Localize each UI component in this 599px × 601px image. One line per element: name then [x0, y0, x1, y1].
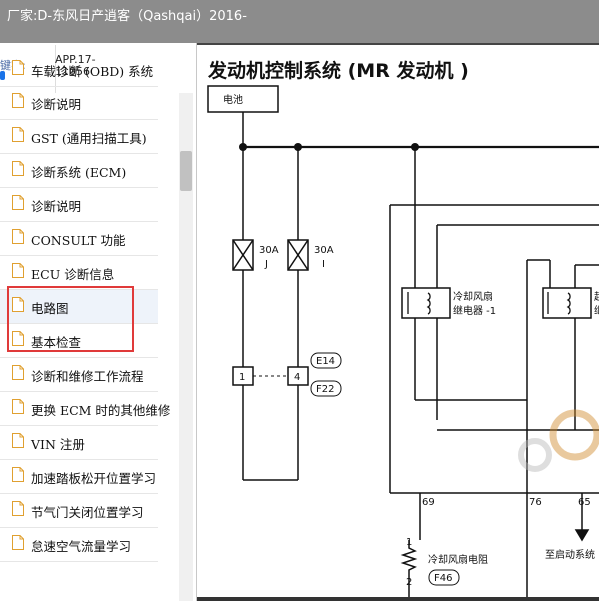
pin-1: 1 — [406, 537, 412, 548]
connector-f46: F46 — [434, 573, 452, 584]
junction-dot — [294, 143, 302, 151]
battery-label: 电池 — [223, 93, 243, 106]
list-item[interactable]: CONSULT 功能 — [0, 222, 158, 256]
connector-f22: F22 — [316, 384, 334, 395]
list-item[interactable]: 更换 ECM 时的其他维修 — [0, 392, 170, 426]
list-item[interactable]: 加速踏板松开位置学习 — [0, 460, 158, 494]
resistor-label: 冷却风扇电阻 — [428, 553, 488, 566]
document-icon — [12, 161, 24, 176]
battery-box — [207, 85, 279, 113]
document-icon — [12, 195, 24, 210]
relay1-label-1: 冷却风扇 — [453, 290, 493, 303]
document-icon — [12, 60, 24, 75]
window-title: 厂家:D-东风日产逍客（Qashqai）2016- — [7, 9, 247, 24]
list-item[interactable]: 节气门关闭位置学习 — [0, 494, 158, 528]
list-item-label: 更换 ECM 时的其他维修 — [31, 403, 171, 418]
list-item[interactable]: VIN 注册 — [0, 426, 158, 460]
app-code: APP.17- 11056 — [55, 54, 96, 78]
junction-dot — [239, 143, 247, 151]
connector-e14: E14 — [316, 356, 335, 367]
list-item[interactable]: 基本检查 — [0, 324, 158, 358]
list-item-label: GST (通用扫描工具) — [31, 131, 147, 146]
highlight-box — [7, 286, 134, 352]
fuse-j-rating: 30A — [259, 245, 279, 256]
list-item[interactable]: GST (通用扫描工具) — [0, 120, 158, 154]
list-item-label: 诊断说明 — [31, 199, 82, 214]
relay1-label-2: 继电器 -1 — [453, 304, 496, 317]
list-item[interactable]: 诊断说明 — [0, 86, 158, 120]
app-code-line-1: APP.17- — [55, 53, 96, 66]
list-item-label: 基本检查 — [31, 335, 82, 350]
document-title: 发动机控制系统 (MR 发动机 ) — [208, 60, 469, 82]
relay-2 — [542, 287, 592, 319]
terminal-4: 4 — [294, 372, 300, 383]
junction-dot — [411, 143, 419, 151]
document-icon — [12, 433, 24, 448]
list-item-label: ECU 诊断信息 — [31, 267, 115, 282]
divider — [55, 45, 56, 93]
watermark-logo — [518, 409, 599, 472]
list-item[interactable]: 诊断系统 (ECM) — [0, 154, 158, 188]
scrollbar-thumb[interactable] — [180, 151, 192, 191]
list-item[interactable]: 诊断和维修工作流程 — [0, 358, 158, 392]
list-item[interactable]: 车载诊断 (OBD) 系统 — [0, 53, 158, 87]
pin-69: 69 — [422, 497, 435, 508]
pin-2: 2 — [406, 577, 412, 588]
list-item-label: 加速踏板松开位置学习 — [31, 471, 157, 486]
document-icon — [12, 127, 24, 142]
list-item-label: 诊断系统 (ECM) — [31, 165, 127, 180]
document-icon — [12, 331, 24, 346]
terminal-1: 1 — [239, 372, 245, 383]
fuse-i-rating: 30A — [314, 245, 334, 256]
relay2-label-1: 起 — [594, 291, 599, 303]
relay2-label-2: 继 — [594, 304, 599, 317]
document-icon — [12, 263, 24, 278]
window-title-bar: 厂家:D-东风日产逍客（Qashqai）2016- — [0, 0, 599, 43]
pin-65: 65 — [578, 497, 591, 508]
document-icon — [12, 365, 24, 380]
document-icon — [12, 93, 24, 108]
list-item[interactable]: 怠速空气流量学习 — [0, 528, 158, 562]
document-icon — [12, 229, 24, 244]
document-pane — [197, 43, 599, 601]
list-item-label: CONSULT 功能 — [31, 233, 126, 248]
document-icon — [12, 535, 24, 550]
list-item[interactable]: 诊断说明 — [0, 188, 158, 222]
list-item-label: 电路图 — [31, 301, 69, 316]
list-item-label: VIN 注册 — [31, 437, 85, 452]
list-item-selected[interactable]: 电路图 — [0, 290, 158, 324]
sidebar: 键字: APP.17- 11056 车载诊断 (OBD) 系统 诊断说明 GST… — [0, 43, 197, 601]
sidebar-scrollbar[interactable] — [179, 93, 193, 601]
document-icon — [12, 399, 24, 414]
list-item-label: 怠速空气流量学习 — [31, 539, 132, 554]
document-top-border — [197, 43, 599, 45]
document-icon — [12, 467, 24, 482]
list-item[interactable]: ECU 诊断信息 — [0, 256, 158, 290]
to-starter-label: 至启动系统 — [545, 548, 595, 561]
wiring-diagram: 电池 30A J 30A I 1 4 E14 F22 冷却风扇 继电器 -1 起… — [207, 85, 599, 597]
pin-76: 76 — [529, 497, 542, 508]
list-item-label: 诊断和维修工作流程 — [31, 369, 144, 384]
keyword-input-handle[interactable] — [0, 71, 5, 80]
document-icon — [12, 501, 24, 516]
list-item-label: 诊断说明 — [31, 97, 82, 112]
app-code-line-2: 11056 — [55, 65, 90, 78]
fuse-i-id: I — [322, 259, 325, 270]
fuse-j-id: J — [264, 259, 268, 270]
list-item-label: 节气门关闭位置学习 — [31, 505, 144, 520]
relay-1 — [401, 287, 451, 319]
document-bottom-border — [197, 597, 599, 601]
list-item-label: 车载诊断 (OBD) 系统 — [31, 64, 154, 79]
document-icon — [12, 297, 24, 312]
